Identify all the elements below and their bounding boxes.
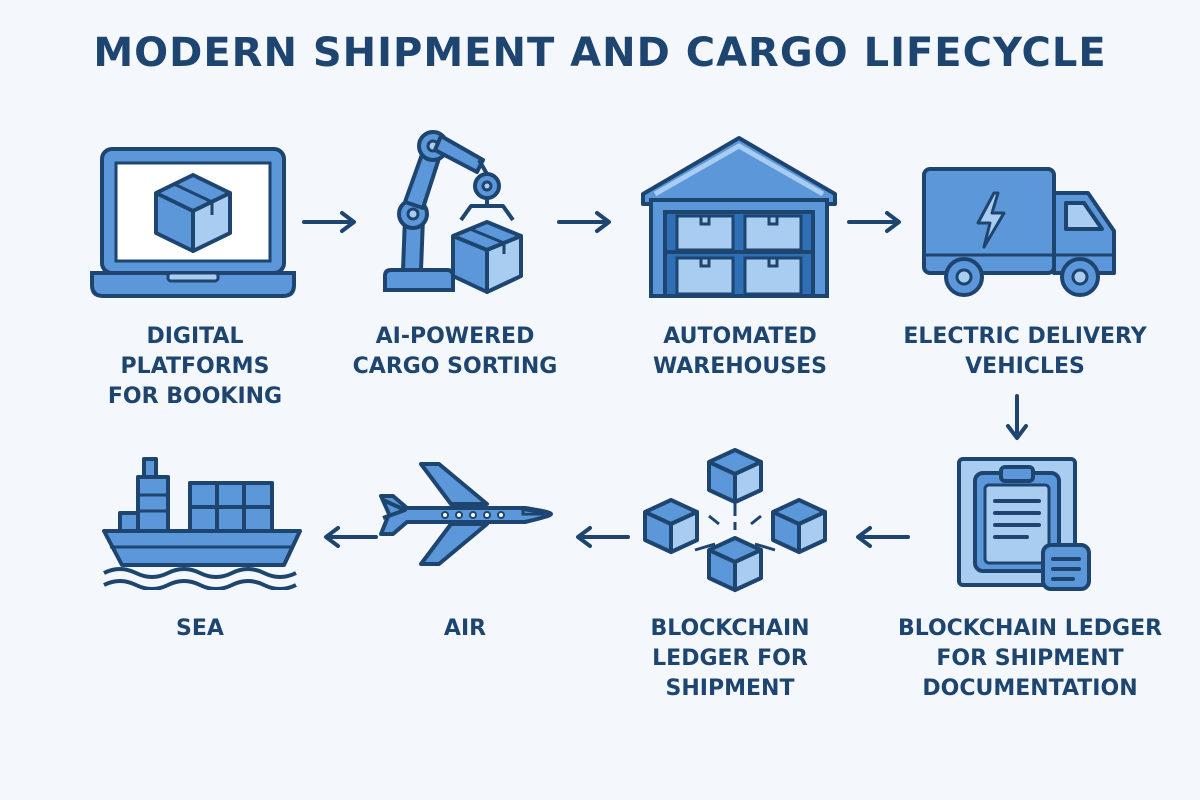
arrow-right-1 [302,211,356,233]
laptop-box-icon [90,147,296,298]
step-label-blockchain-ledger: BLOCKCHAIN LEDGER FOR SHIPMENT [650,616,810,701]
warehouse-icon [641,136,837,298]
arrow-left-1 [856,526,910,548]
step-label-automated-warehouses: AUTOMATED WAREHOUSES [653,324,827,379]
arrow-left-3 [324,526,378,548]
step-label-digital-platforms: DIGITAL PLATFORMS FOR BOOKING [107,324,283,409]
step-label-ai-sorting: AI-POWERED CARGO SORTING [352,324,558,379]
arrow-down [1006,394,1028,440]
arrow-right-2 [557,211,611,233]
airplane-icon [379,462,553,566]
robot-arm-icon [383,130,523,294]
arrow-right-3 [847,211,901,233]
step-label-electric-vehicles: ELECTRIC DELIVERY VEHICLES [903,324,1147,379]
electric-truck-icon [922,167,1116,297]
step-label-air: AIR [443,616,487,641]
step-label-sea: SEA [176,616,224,641]
blockchain-cubes-icon [643,448,827,592]
step-label-blockchain-documentation: BLOCKCHAIN LEDGER FOR SHIPMENT DOCUMENTA… [897,616,1163,701]
page-title: MODERN SHIPMENT AND CARGO LIFECYCLE [93,30,1107,76]
cargo-ship-icon [102,457,302,590]
clipboard-document-icon [957,457,1091,591]
arrow-left-2 [576,526,630,548]
